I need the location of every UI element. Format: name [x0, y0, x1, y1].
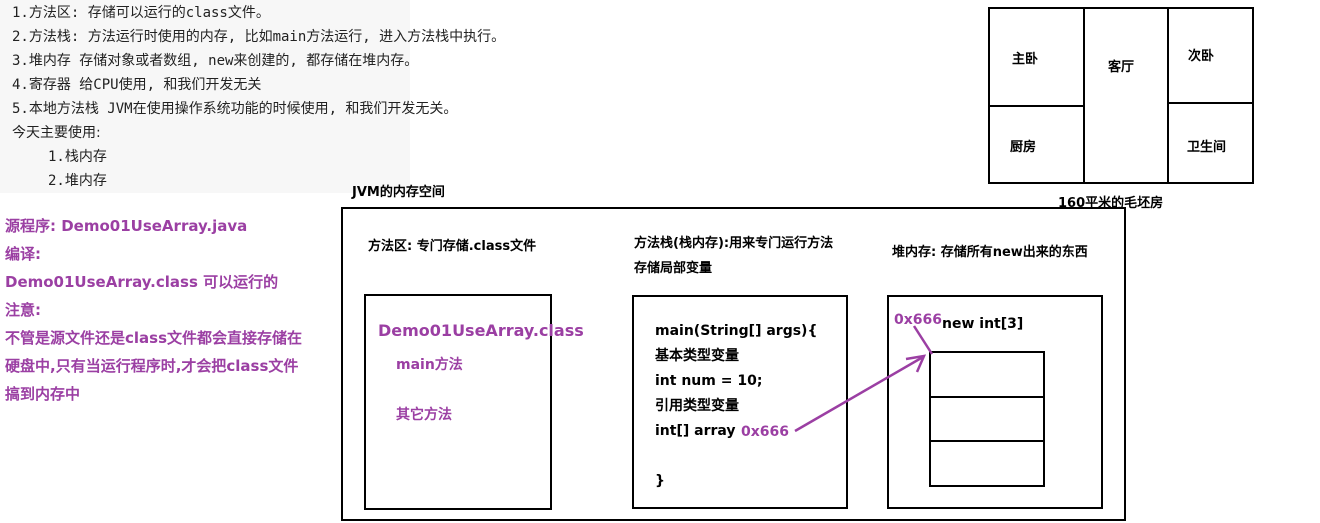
heap-title: 堆内存: 存储所有new出来的东西: [892, 245, 1088, 260]
floorplan-wall: [1083, 7, 1085, 184]
heap-box: [887, 295, 1103, 509]
address-pointer-line: [912, 325, 934, 355]
room-second-bedroom: 次卧: [1188, 49, 1215, 64]
note-4: 4.寄存器 给CPU使用, 和我们开发无关: [12, 77, 262, 93]
attention-line-3: 搞到内存中: [5, 385, 81, 403]
int-array-cells: [929, 351, 1045, 487]
array-cell-divider: [931, 396, 1043, 398]
attention-label: 注意:: [5, 301, 41, 319]
stack-title-1: 方法栈(栈内存):用来专门运行方法: [634, 236, 834, 251]
note-5: 5.本地方法栈 JVM在使用操作系统功能的时候使用, 和我们开发无关。: [12, 101, 458, 117]
main-method-label: main方法: [396, 357, 463, 373]
floorplan-wall: [1168, 102, 1254, 104]
class-file-note: Demo01UseArray.class 可以运行的: [5, 273, 279, 291]
room-kitchen: 厨房: [1010, 140, 1037, 155]
source-file-note: 源程序: Demo01UseArray.java: [5, 217, 248, 235]
stack-title-2: 存储局部变量: [634, 261, 713, 276]
stack-line-3: int num = 10;: [655, 373, 763, 389]
notes-panel: [0, 0, 410, 193]
room-master-bedroom: 主卧: [1012, 52, 1039, 67]
array-cell-divider: [931, 440, 1043, 442]
note-today: 今天主要使用:: [12, 125, 101, 141]
jvm-memory-box: [341, 207, 1126, 521]
note-sub-1: 1.栈内存: [48, 149, 107, 165]
heap-array-label: new int[3]: [942, 316, 1024, 332]
heap-address: 0x666: [894, 312, 942, 328]
floorplan-wall: [1167, 7, 1169, 184]
room-living-room: 客厅: [1108, 60, 1135, 75]
closing-brace: }: [655, 473, 665, 489]
floorplan: [988, 7, 1254, 184]
stack-line-4: 引用类型变量: [655, 398, 739, 414]
attention-line-2: 硬盘中,只有当运行程序时,才会把class文件: [5, 357, 299, 375]
jvm-title: JVM的内存空间: [352, 185, 445, 200]
method-area-title: 方法区: 专门存储.class文件: [368, 239, 537, 254]
stack-line-5: int[] array: [655, 423, 736, 439]
note-2: 2.方法栈: 方法运行时使用的内存, 比如main方法运行, 进入方法栈中执行。: [12, 29, 506, 45]
array-ref-value: 0x666: [741, 424, 789, 440]
class-name: Demo01UseArray.class: [378, 321, 584, 340]
room-bathroom: 卫生间: [1187, 140, 1227, 155]
note-1: 1.方法区: 存储可以运行的class文件。: [12, 5, 270, 21]
arrow-line: [794, 355, 924, 433]
attention-line-1: 不管是源文件还是class文件都会直接存储在: [5, 329, 303, 347]
method-area-box: [364, 294, 552, 510]
note-3: 3.堆内存 存储对象或者数组, new来创建的, 都存储在堆内存。: [12, 53, 419, 69]
compile-label: 编译:: [5, 245, 41, 263]
other-methods-label: 其它方法: [396, 407, 452, 423]
floorplan-wall: [988, 105, 1084, 107]
note-sub-2: 2.堆内存: [48, 173, 107, 189]
arrowhead: [905, 354, 927, 373]
stack-line-2: 基本类型变量: [655, 348, 739, 364]
stack-line-1: main(String[] args){: [655, 323, 818, 339]
